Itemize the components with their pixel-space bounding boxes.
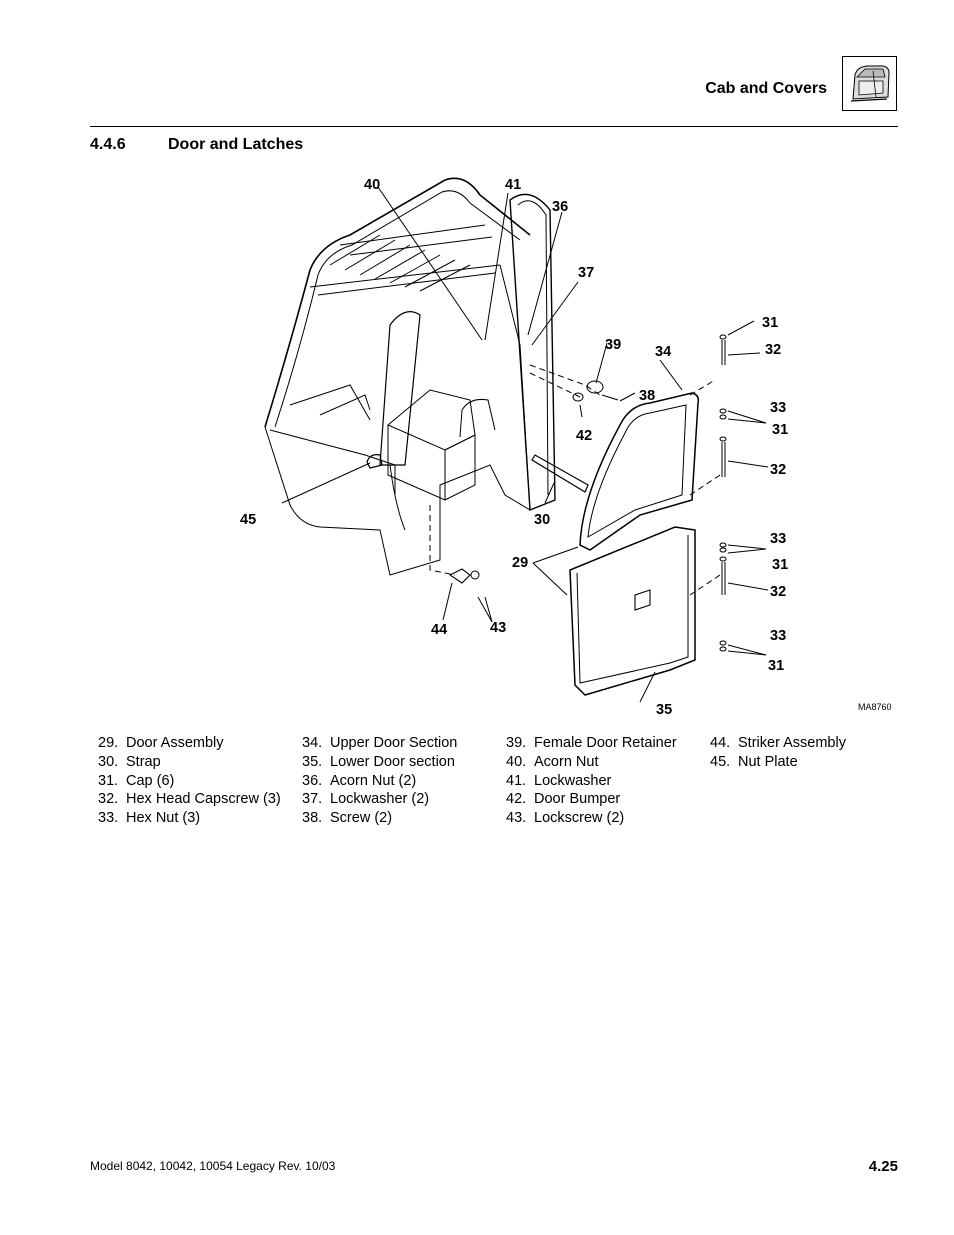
callout-41: 41 <box>505 177 521 193</box>
callout-44: 44 <box>431 622 447 638</box>
door-latches-diagram: 40 41 36 37 39 34 31 32 38 42 33 31 32 3… <box>230 165 910 725</box>
legend-item: 36.Acorn Nut (2) <box>302 772 417 789</box>
legend-item: 37.Lockwasher (2) <box>302 791 430 808</box>
legend-item: 29.Door Assembly <box>98 735 224 751</box>
legend-item: 44.Striker Assembly <box>710 735 846 751</box>
callout-43: 43 <box>490 620 506 636</box>
callout-39: 39 <box>605 337 621 353</box>
legend-item: 34.Upper Door Section <box>302 735 458 751</box>
callout-31-c: 31 <box>772 557 788 573</box>
section-title: Door and Latches <box>168 136 304 153</box>
legend-item: 42.Door Bumper <box>506 791 621 808</box>
callout-34: 34 <box>655 344 671 360</box>
legend-column: 44.Striker Assembly 45.Nut Plate <box>710 734 846 772</box>
cab-thumbnail-icon <box>842 56 897 111</box>
callout-31-b: 31 <box>772 422 788 438</box>
callout-37: 37 <box>578 265 594 281</box>
legend-item: 39.Female Door Retainer <box>506 735 677 751</box>
legend-item: 31.Cap (6) <box>98 772 175 789</box>
callout-33-b: 33 <box>770 531 786 547</box>
callout-30: 30 <box>534 512 550 528</box>
figure-id: MA8760 <box>858 702 892 712</box>
callout-29: 29 <box>512 555 528 571</box>
legend-column: 39.Female Door Retainer 40.Acorn Nut 41.… <box>506 734 677 828</box>
callout-45: 45 <box>240 512 256 528</box>
header-title: Cab and Covers <box>705 80 827 97</box>
callout-32-b: 32 <box>770 462 786 478</box>
legend-item: 30.Strap <box>98 753 161 770</box>
callout-31-d: 31 <box>768 658 784 674</box>
callout-32-a: 32 <box>765 342 781 358</box>
legend-item: 38.Screw (2) <box>302 810 393 827</box>
callout-36: 36 <box>552 199 568 215</box>
footer-model: Model 8042, 10042, 10054 Legacy Rev. 10/… <box>90 1159 336 1173</box>
legend-item: 43.Lockscrew (2) <box>506 810 625 827</box>
legend-column: 29.Door Assembly 30.Strap 31.Cap (6) 32.… <box>98 734 281 828</box>
page-number: 4.25 <box>868 1158 898 1175</box>
legend-item: 35.Lower Door section <box>302 753 455 770</box>
callout-31-a: 31 <box>762 315 778 331</box>
callout-35: 35 <box>656 702 672 718</box>
legend-item: 41.Lockwasher <box>506 772 612 789</box>
callout-42: 42 <box>576 428 592 444</box>
callout-33-c: 33 <box>770 628 786 644</box>
callout-38: 38 <box>639 388 655 404</box>
legend-item: 40.Acorn Nut <box>506 753 599 770</box>
legend-column: 34.Upper Door Section 35.Lower Door sect… <box>302 734 457 828</box>
callout-32-c: 32 <box>770 584 786 600</box>
legend-item: 33.Hex Nut (3) <box>98 810 201 827</box>
callout-33-a: 33 <box>770 400 786 416</box>
callout-40: 40 <box>364 177 380 193</box>
header-divider <box>90 126 898 127</box>
legend-item: 32.Hex Head Capscrew (3) <box>98 791 281 808</box>
legend-item: 45.Nut Plate <box>710 753 798 770</box>
section-number: 4.4.6 <box>90 136 126 153</box>
